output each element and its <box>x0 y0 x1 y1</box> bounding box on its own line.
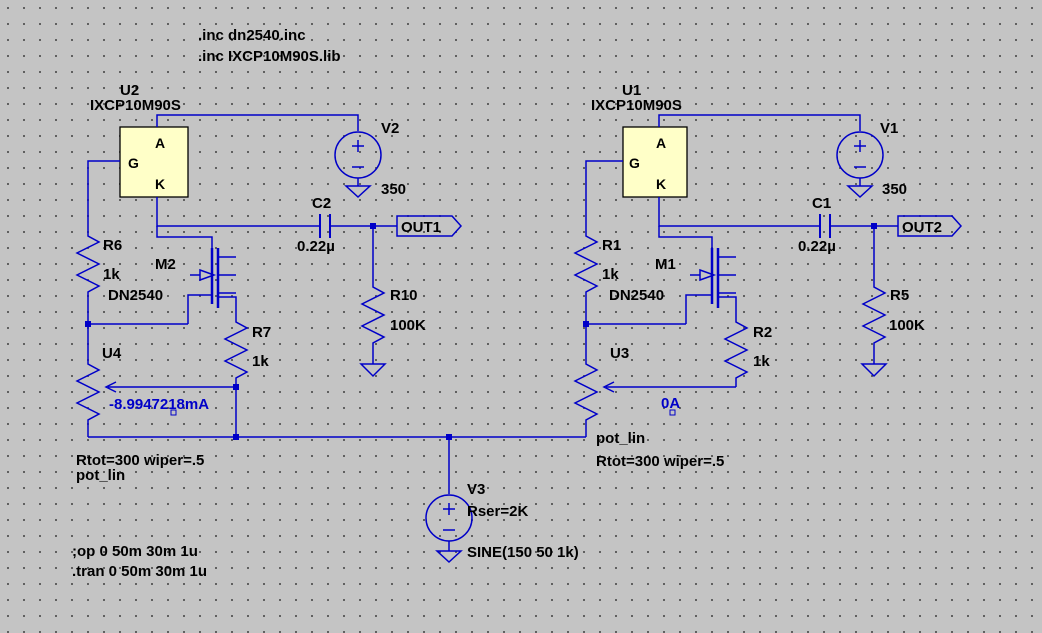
out2-flag[interactable] <box>897 215 963 237</box>
v1-value[interactable]: 350 <box>882 181 907 198</box>
junction-out1 <box>370 223 376 229</box>
m1-value[interactable]: DN2540 <box>609 287 664 304</box>
v3-param[interactable]: Rser=2K <box>467 503 528 520</box>
v3-value[interactable]: SINE(150 50 1k) <box>467 544 579 561</box>
u4-potentiometer[interactable] <box>75 360 101 437</box>
c1-value[interactable]: 0.22µ <box>798 238 836 255</box>
r5-resistor[interactable] <box>861 282 887 350</box>
directive-tran[interactable]: .tran 0 50m 30m 1u <box>72 563 207 580</box>
u1-regulator[interactable] <box>622 126 688 198</box>
r2-name[interactable]: R2 <box>753 324 772 341</box>
out2-label[interactable]: OUT2 <box>902 219 942 236</box>
directive-inc-ixcp[interactable]: .inc IXCP10M90S.lib <box>198 48 341 65</box>
m2-mosfet[interactable] <box>156 226 237 324</box>
m2-value[interactable]: DN2540 <box>108 287 163 304</box>
c2-capacitor[interactable] <box>319 214 331 238</box>
u4-wiper-arrow <box>104 381 117 393</box>
u3-wiper-arrow <box>602 381 615 393</box>
r6-resistor[interactable] <box>75 226 101 300</box>
u1-name[interactable]: U1 <box>622 82 641 99</box>
u1-value[interactable]: IXCP10M90S <box>591 97 682 114</box>
out1-label[interactable]: OUT1 <box>401 219 441 236</box>
u3-current-anchor <box>669 409 676 416</box>
wire-gate-r1[interactable] <box>585 160 623 226</box>
junction-right-gate <box>583 321 589 327</box>
c2-value[interactable]: 0.22µ <box>297 238 335 255</box>
left-circuit: G A K U2 IXCP10M90S V2 350 C2 0.22µ OUT <box>75 82 463 484</box>
r10-resistor[interactable] <box>360 282 386 350</box>
u4-params[interactable]: Rtot=300 wiper=.5 <box>76 452 204 469</box>
u2-pin-g: G <box>128 155 139 171</box>
v1-source[interactable] <box>836 131 884 199</box>
directive-op[interactable]: ;op 0 50m 30m 1u <box>72 543 198 560</box>
u1-pin-g: G <box>629 155 640 171</box>
wire-anode-v1[interactable] <box>658 114 861 131</box>
u1-pin-k: K <box>656 176 666 192</box>
u4-name[interactable]: U4 <box>102 345 122 362</box>
u2-regulator[interactable] <box>119 126 189 198</box>
wire-cathode-c1[interactable] <box>658 197 820 227</box>
r7-name[interactable]: R7 <box>252 324 271 341</box>
r1-value[interactable]: 1k <box>602 266 619 283</box>
m1-mosfet[interactable] <box>658 226 737 324</box>
v2-source[interactable] <box>334 131 382 199</box>
u3-potentiometer[interactable] <box>573 360 599 437</box>
v2-value[interactable]: 350 <box>381 181 406 198</box>
v2-name[interactable]: V2 <box>381 120 399 137</box>
u3-current-readout[interactable]: 0A <box>661 395 680 412</box>
r2-value[interactable]: 1k <box>753 353 770 370</box>
u2-pin-a: A <box>155 135 165 151</box>
r6-value[interactable]: 1k <box>103 266 120 283</box>
c1-capacitor[interactable] <box>819 214 831 238</box>
u1-pin-a: A <box>656 135 666 151</box>
r1-name[interactable]: R1 <box>602 237 621 254</box>
r5-name[interactable]: R5 <box>890 287 909 304</box>
c1-name[interactable]: C1 <box>812 195 831 212</box>
u4-current-anchor <box>170 409 177 416</box>
r7-resistor[interactable] <box>223 318 249 386</box>
junction-out2 <box>871 223 877 229</box>
u4-model[interactable]: pot_lin <box>76 467 125 484</box>
wire-cathode-c2[interactable] <box>156 197 320 227</box>
u4-current-readout[interactable]: -8.9947218mA <box>109 396 209 413</box>
u2-value[interactable]: IXCP10M90S <box>90 97 181 114</box>
u3-params[interactable]: Rtot=300 wiper=.5 <box>596 453 724 470</box>
u3-name[interactable]: U3 <box>610 345 629 362</box>
out1-flag[interactable] <box>396 215 463 237</box>
r7-value[interactable]: 1k <box>252 353 269 370</box>
r5-ground <box>860 363 888 378</box>
m2-name[interactable]: M2 <box>155 256 176 273</box>
v3-name[interactable]: V3 <box>467 481 485 498</box>
r10-value[interactable]: 100K <box>390 317 426 334</box>
directive-inc-dn2540[interactable]: .inc dn2540.inc <box>198 27 306 44</box>
wire-anode-v2[interactable] <box>156 114 359 131</box>
junction-left-gate <box>85 321 91 327</box>
v3-source[interactable] <box>425 494 473 564</box>
u3-model[interactable]: pot_lin <box>596 430 645 447</box>
shared-source: V3 Rser=2K SINE(150 50 1k) <box>88 434 586 564</box>
u2-pin-k: K <box>155 176 165 192</box>
wire-gate-r6[interactable] <box>87 160 120 226</box>
r2-resistor[interactable] <box>723 318 749 387</box>
r10-ground <box>359 363 387 378</box>
r1-resistor[interactable] <box>573 226 599 300</box>
r10-name[interactable]: R10 <box>390 287 418 304</box>
v1-name[interactable]: V1 <box>880 120 898 137</box>
u2-name[interactable]: U2 <box>120 82 139 99</box>
r5-value[interactable]: 100K <box>889 317 925 334</box>
r6-name[interactable]: R6 <box>103 237 122 254</box>
c2-name[interactable]: C2 <box>312 195 331 212</box>
m1-name[interactable]: M1 <box>655 256 676 273</box>
right-circuit: G A K U1 IXCP10M90S V1 350 C1 0.22µ OUT2 <box>573 82 963 470</box>
